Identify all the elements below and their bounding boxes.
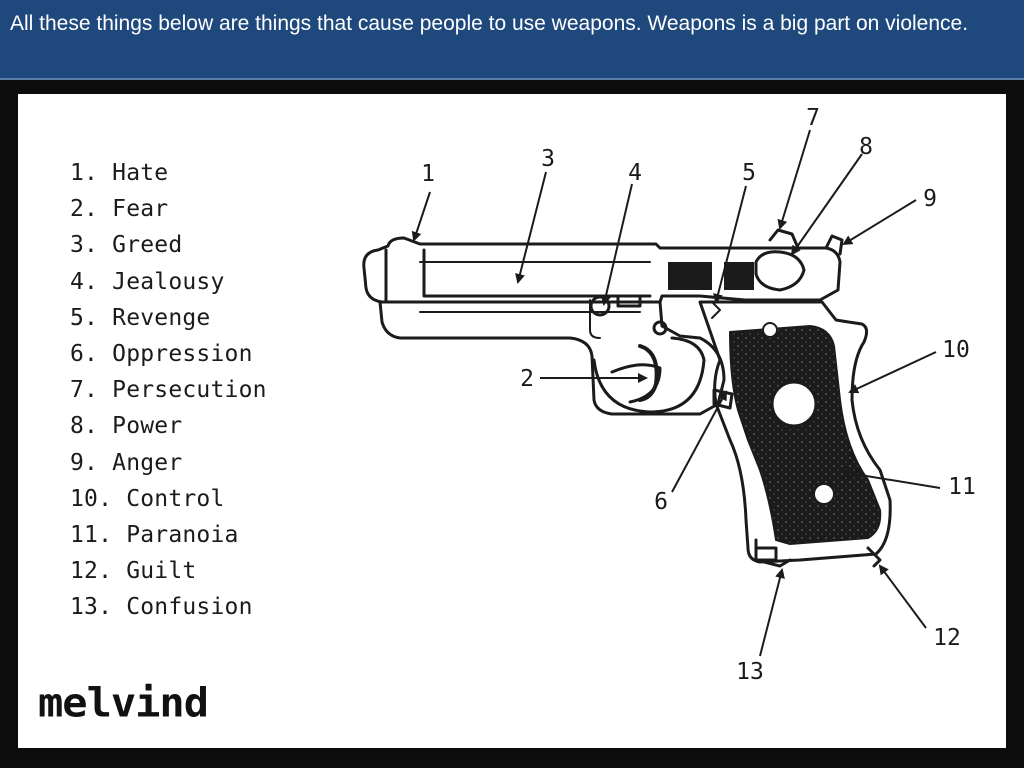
cause-item: 12. Guilt (70, 558, 197, 585)
cause-item: 7. Persecution (70, 377, 267, 404)
slide-caption: All these things below are things that c… (10, 12, 969, 35)
cause-item: 4. Jealousy (70, 268, 225, 295)
callout-arrow-10 (848, 351, 937, 394)
slide-header: All these things below are things that c… (0, 0, 1024, 80)
callout-3: 3 (541, 146, 555, 172)
melvind-logo: melvind (38, 679, 209, 726)
trigger (638, 344, 659, 402)
callout-9: 9 (923, 186, 937, 212)
callout-10: 10 (942, 337, 970, 363)
callout-4: 4 (628, 160, 642, 186)
callout-arrow-3 (515, 171, 547, 284)
callout-8: 8 (859, 134, 873, 160)
callout-7: 7 (806, 105, 820, 131)
grip-outline (698, 300, 892, 564)
cause-item: 10. Control (70, 485, 225, 512)
callout-1: 1 (421, 161, 435, 187)
callout-arrow-4 (600, 183, 633, 306)
callout-11: 11 (948, 474, 976, 500)
callout-5: 5 (742, 160, 756, 186)
callout-2: 2 (520, 366, 534, 392)
pistol-icon (362, 228, 892, 568)
callout-arrow-5 (713, 185, 747, 304)
callout-arrow-13 (759, 568, 785, 657)
slide-outline (362, 236, 842, 304)
frame-outline (378, 300, 726, 416)
trigger-guard (592, 336, 706, 414)
cause-item: 13. Confusion (70, 594, 253, 621)
grip-panel (729, 325, 882, 545)
cause-item: 9. Anger (70, 449, 183, 476)
callout-arrow-8 (790, 153, 863, 256)
callout-arrow-9 (842, 199, 917, 246)
cause-item: 11. Paranoia (70, 521, 239, 548)
callout-13: 13 (736, 659, 764, 685)
callout-arrow-12 (878, 564, 927, 629)
causes-list: 1. Hate 2. Fear 3. Greed 4. Jealousy 5. … (70, 155, 267, 625)
cause-item: 8. Power (70, 413, 183, 440)
callout-12: 12 (933, 625, 961, 651)
cause-item: 2. Fear (70, 196, 169, 223)
callout-arrow-6 (671, 390, 727, 493)
callout-arrow-1 (411, 191, 431, 242)
callout-6: 6 (654, 489, 668, 515)
cause-item: 1. Hate (70, 160, 169, 186)
cause-item: 3. Greed (70, 232, 183, 259)
cause-item: 5. Revenge (70, 304, 211, 331)
cause-item: 6. Oppression (70, 340, 253, 367)
callout-arrows (411, 129, 941, 657)
callout-arrow-11 (840, 468, 941, 489)
callout-arrow-7 (777, 129, 811, 230)
